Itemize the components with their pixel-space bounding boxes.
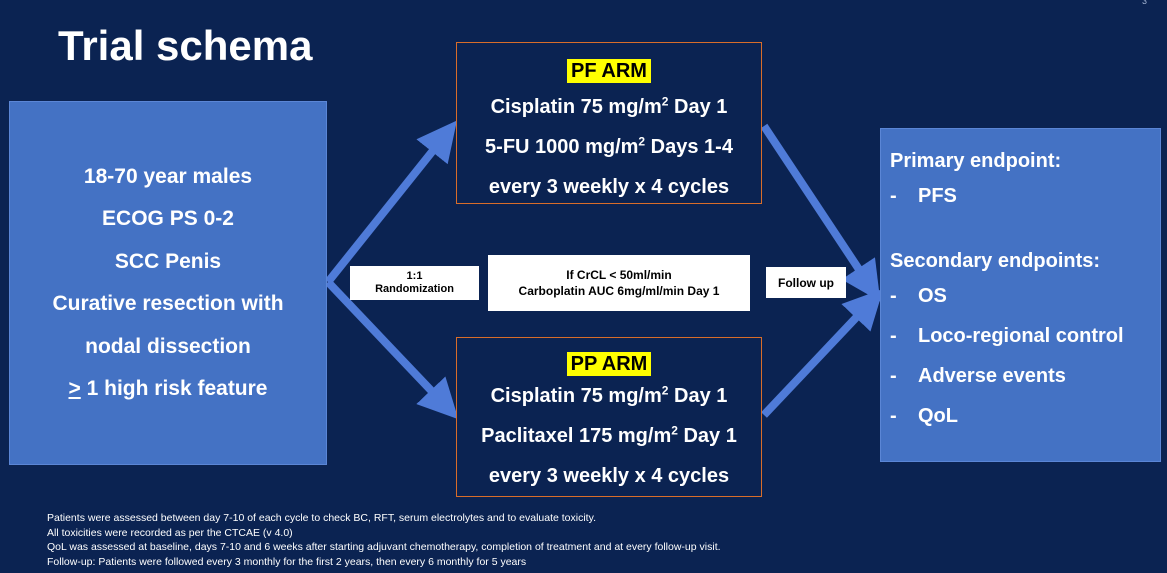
greater-equal-symbol: > (68, 377, 81, 400)
follow-up-box: Follow up (766, 267, 846, 298)
eligibility-line: 18-70 year males (83, 164, 253, 188)
pf-arm-drug-1: Cisplatin 75 mg/m2 Day 1 (491, 87, 728, 127)
risk-text: 1 high risk feature (80, 377, 268, 400)
endpoint-item: -PFS (890, 176, 1160, 216)
drug-suffix: Day 1 (668, 96, 728, 118)
endpoint-item: -QoL (890, 396, 1160, 436)
dash: - (890, 325, 897, 347)
arrow-pf-to-endpoints (760, 123, 881, 302)
arrow-pp-to-endpoints (761, 288, 884, 418)
footnote-line: Follow-up: Patients were followed every … (47, 555, 527, 568)
drug-text: 5-FU 1000 mg/m (485, 136, 639, 158)
endpoint-text: OS (918, 285, 947, 307)
endpoint-item: -Adverse events (890, 356, 1160, 396)
carboplatin-dose: Carboplatin AUC 6mg/ml/min Day 1 (518, 284, 720, 298)
carboplatin-condition: If CrCL < 50ml/min (566, 268, 672, 282)
eligibility-line: ECOG PS 0-2 (102, 207, 234, 230)
footnote-line: QoL was assessed at baseline, days 7-10 … (47, 541, 721, 553)
footnote-line: Patients were assessed between day 7-10 … (47, 512, 596, 524)
pf-arm-drug-2: 5-FU 1000 mg/m2 Days 1-4 (485, 127, 733, 167)
footnotes: Patients were assessed between day 7-10 … (47, 511, 721, 569)
follow-up-label: Follow up (778, 275, 834, 290)
drug-suffix: Day 1 (668, 385, 728, 407)
carboplatin-box: If CrCL < 50ml/min Carboplatin AUC 6mg/m… (488, 255, 750, 311)
primary-endpoint-heading: Primary endpoint: (890, 150, 1062, 172)
eligibility-box: 18-70 year males ECOG PS 0-2 SCC Penis C… (9, 101, 327, 465)
superscript: 2 (661, 94, 669, 109)
arrow-to-pp-arm (325, 279, 459, 420)
endpoint-text: PFS (918, 185, 957, 207)
footnote-line: All toxicities were recorded as per the … (47, 526, 293, 539)
endpoint-item: -OS (890, 276, 1160, 316)
arrow-to-pf-arm (324, 120, 457, 285)
superscript: 2 (661, 383, 669, 398)
pf-arm-box: PF ARM Cisplatin 75 mg/m2 Day 1 5-FU 100… (456, 42, 762, 204)
pf-arm-label: PF ARM (567, 59, 651, 83)
dash: - (890, 365, 897, 387)
endpoint-item: -Loco-regional control (890, 316, 1160, 356)
pf-arm-schedule: every 3 weekly x 4 cycles (488, 176, 730, 198)
endpoint-text: Adverse events (918, 365, 1066, 387)
endpoint-text: QoL (918, 405, 958, 427)
eligibility-line: nodal dissection (85, 334, 251, 358)
pp-arm-label: PP ARM (566, 352, 652, 376)
drug-suffix: Day 1 (677, 425, 737, 447)
drug-text: Cisplatin 75 mg/m (490, 96, 662, 118)
pp-arm-box: PP ARM Cisplatin 75 mg/m2 Day 1 Paclitax… (456, 337, 762, 497)
pp-arm-drug-2: Paclitaxel 175 mg/m2 Day 1 (481, 416, 737, 456)
endpoint-text: Loco-regional control (918, 325, 1124, 347)
pp-arm-drug-1: Cisplatin 75 mg/m2 Day 1 (491, 376, 728, 416)
pp-arm-schedule: every 3 weekly x 4 cycles (488, 465, 730, 487)
dash: - (890, 405, 897, 427)
slide-title: Trial schema (58, 22, 313, 69)
eligibility-line: SCC Penis (114, 249, 222, 273)
secondary-endpoint-heading: Secondary endpoints: (890, 250, 1101, 272)
dash: - (890, 285, 897, 307)
endpoints-box: Primary endpoint: -PFS Secondary endpoin… (880, 128, 1161, 462)
randomization-ratio: 1:1 (406, 270, 423, 282)
drug-text: Paclitaxel 175 mg/m (481, 425, 672, 447)
randomization-box: 1:1 Randomization (350, 266, 479, 300)
drug-text: Cisplatin 75 mg/m (490, 385, 662, 407)
randomization-label: Randomization (375, 283, 454, 295)
dash: - (890, 185, 897, 207)
page-number: 3 (1141, 0, 1147, 6)
superscript: 2 (671, 423, 678, 438)
superscript: 2 (638, 134, 646, 149)
eligibility-line-risk: > 1 high risk feature (69, 368, 268, 411)
eligibility-line: Curative resection with (52, 292, 284, 315)
drug-suffix: Days 1-4 (645, 136, 733, 158)
